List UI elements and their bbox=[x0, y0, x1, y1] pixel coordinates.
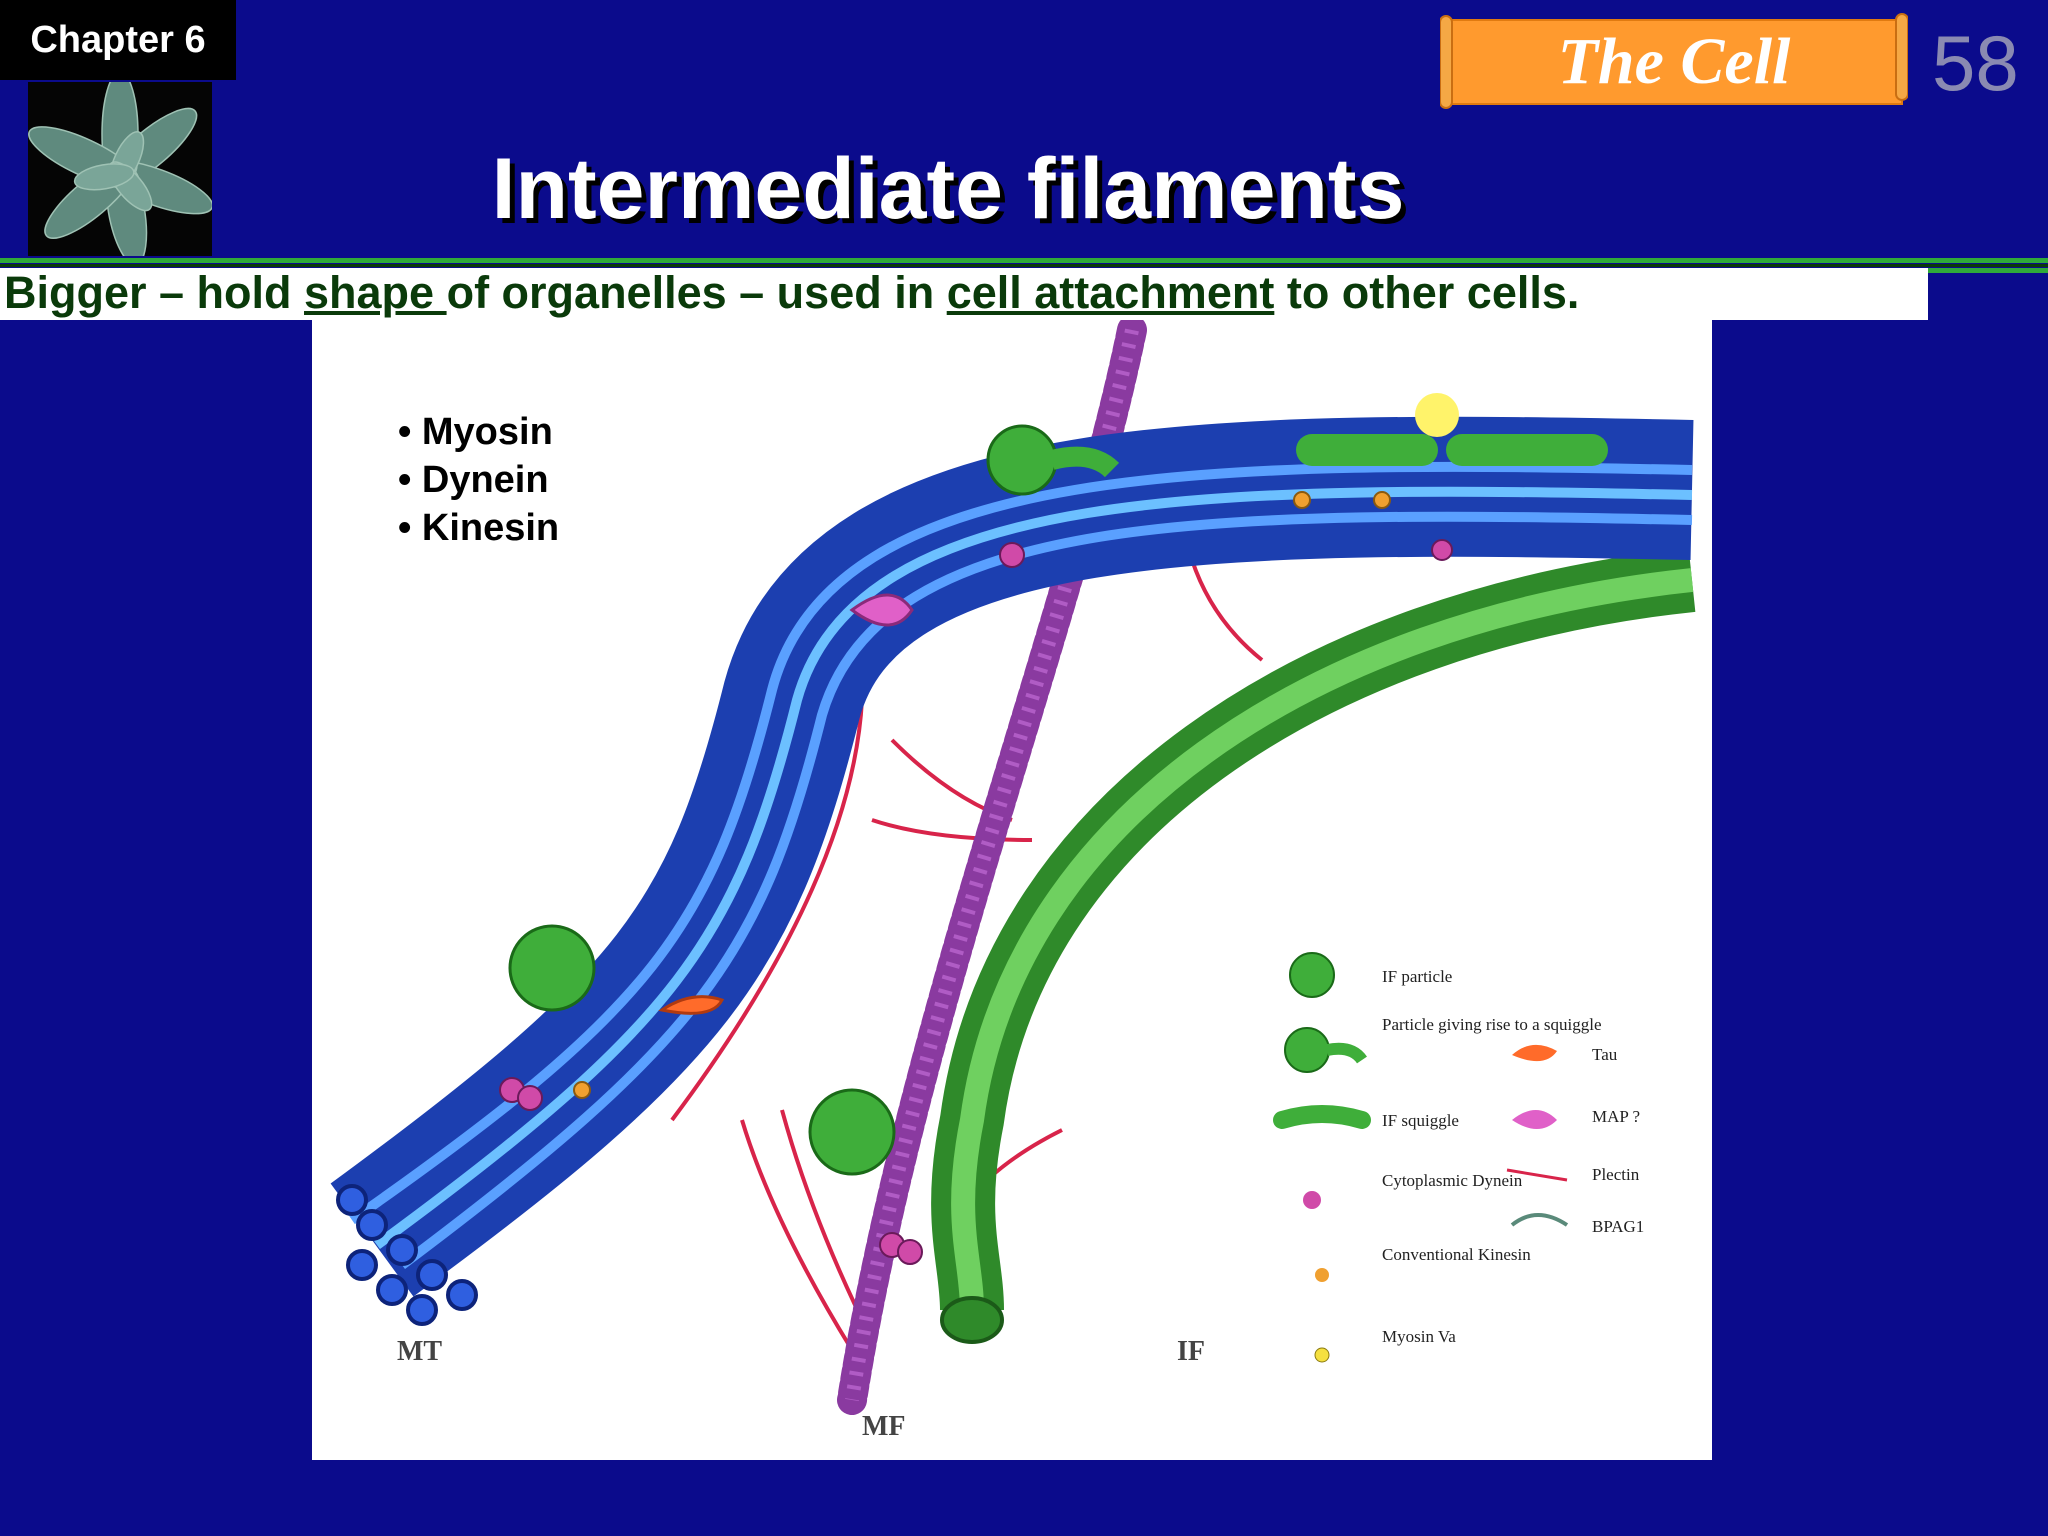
bullet-item: • Myosin bbox=[398, 411, 553, 453]
microtubule-ends bbox=[336, 1184, 478, 1326]
subtitle-bar: Bigger – hold shape of organelles – used… bbox=[0, 268, 1928, 320]
subtitle-text-1: Bigger – hold bbox=[4, 267, 305, 318]
legend-kinesin-icon bbox=[1315, 1268, 1329, 1282]
chapter-label: Chapter 6 bbox=[0, 0, 236, 80]
page-number: 58 bbox=[1932, 19, 2019, 107]
motor-proteins bbox=[499, 539, 1453, 1265]
bullet-item: • Dynein bbox=[398, 459, 549, 501]
banner-title: The Cell bbox=[1557, 25, 1791, 98]
cytoskeleton-figure: MT MF IF IF particle Particle giving ris… bbox=[312, 315, 1712, 1460]
legend-bpag1-icon bbox=[1510, 1213, 1569, 1227]
legend-item: Myosin Va bbox=[1382, 1327, 1456, 1346]
legend-item: Plectin bbox=[1592, 1165, 1640, 1184]
legend-item: Tau bbox=[1592, 1045, 1618, 1064]
microtubule-strand-1 bbox=[349, 461, 1693, 1225]
intermediate-filament-highlight bbox=[951, 568, 1694, 1311]
label-if: IF bbox=[1177, 1336, 1205, 1367]
legend-item: Particle giving rise to a squiggle bbox=[1382, 1015, 1602, 1034]
bullet-item: • Kinesin bbox=[398, 507, 560, 549]
motor-protein-list: • Myosin • Dynein • Kinesin bbox=[398, 408, 559, 552]
subtitle-text-2: of organelles – used in bbox=[446, 267, 947, 318]
if-tube-end bbox=[940, 1296, 1004, 1344]
label-mt: MT bbox=[397, 1336, 442, 1367]
label-mf: MF bbox=[862, 1411, 906, 1442]
plant-thumbnail bbox=[28, 71, 214, 266]
bullet-text: Kinesin bbox=[421, 507, 560, 549]
slide-title: Intermediate filaments bbox=[491, 141, 1405, 237]
legend-if-particle-icon bbox=[1289, 952, 1335, 998]
microfilament-highlight bbox=[845, 328, 1139, 1402]
legend-item: MAP ? bbox=[1592, 1107, 1640, 1126]
succulent-image bbox=[28, 71, 214, 266]
banner-scroll bbox=[1440, 13, 1908, 109]
legend-particle-tail-icon bbox=[1325, 1042, 1367, 1064]
legend-item: IF squiggle bbox=[1382, 1111, 1459, 1130]
legend-tau-icon bbox=[1512, 1044, 1557, 1062]
bullet-text: Myosin bbox=[421, 411, 553, 453]
legend-item: BPAG1 bbox=[1592, 1217, 1644, 1236]
legend-plectin-icon bbox=[1506, 1168, 1568, 1182]
subtitle-text-3: to other cells. bbox=[1274, 267, 1580, 318]
microtubule-strand-3 bbox=[398, 511, 1693, 1269]
tau-protein bbox=[658, 995, 725, 1015]
map-protein bbox=[849, 593, 914, 627]
subtitle-underline-shape: shape bbox=[304, 267, 447, 318]
legend-item: IF particle bbox=[1382, 967, 1452, 986]
legend-particle-squiggle-icon bbox=[1284, 1027, 1330, 1073]
legend-if-squiggle-icon bbox=[1273, 1105, 1371, 1129]
if-particles bbox=[508, 393, 1608, 1176]
legend: IF particle Particle giving rise to a sq… bbox=[1273, 952, 1644, 1363]
legend-item: Cytoplasmic Dynein bbox=[1382, 1171, 1523, 1190]
legend-item: Conventional Kinesin bbox=[1382, 1245, 1531, 1264]
kinesin-heads bbox=[573, 491, 1391, 1099]
bullet-text: Dynein bbox=[421, 459, 549, 501]
cytoskeleton-diagram: MT MF IF IF particle Particle giving ris… bbox=[330, 315, 1696, 1442]
legend-myosin-icon bbox=[1314, 1347, 1330, 1363]
subtitle-underline-attachment: cell attachment bbox=[946, 267, 1275, 318]
legend-map-icon bbox=[1512, 1110, 1557, 1129]
legend-dynein-icon bbox=[1303, 1191, 1321, 1209]
